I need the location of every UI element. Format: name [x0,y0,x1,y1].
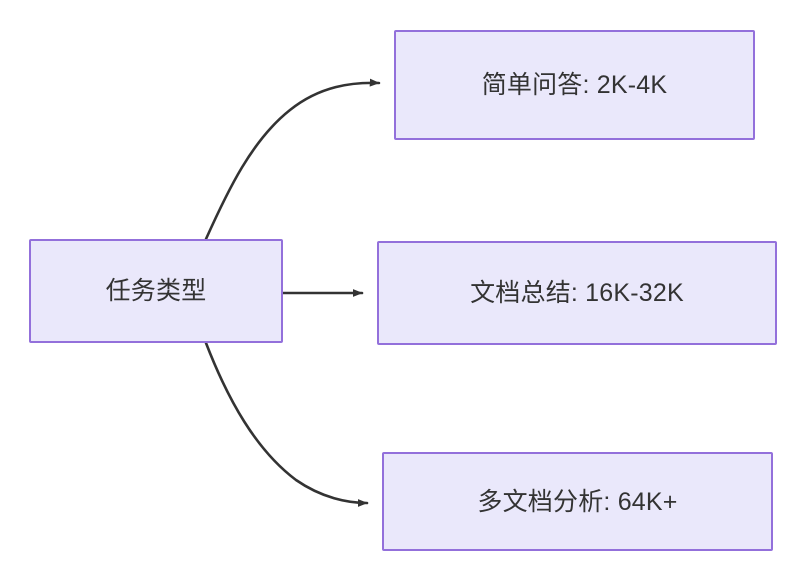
node-simple-qa[interactable]: 简单问答: 2K-4K [394,30,755,140]
node-multi-doc-analysis[interactable]: 多文档分析: 64K+ [382,452,773,551]
edge-task-type-to-simple-qa [204,78,381,241]
edge-task-type-to-multi-doc-analysis [204,341,369,507]
node-multi-doc-analysis-label: 多文档分析: 64K+ [477,487,678,516]
node-doc-summary[interactable]: 文档总结: 16K-32K [377,241,777,345]
node-doc-summary-label: 文档总结: 16K-32K [470,279,684,307]
node-task-type-label: 任务类型 [105,277,207,305]
node-task-type[interactable]: 任务类型 [29,239,283,343]
node-simple-qa-label: 简单问答: 2K-4K [481,71,668,99]
